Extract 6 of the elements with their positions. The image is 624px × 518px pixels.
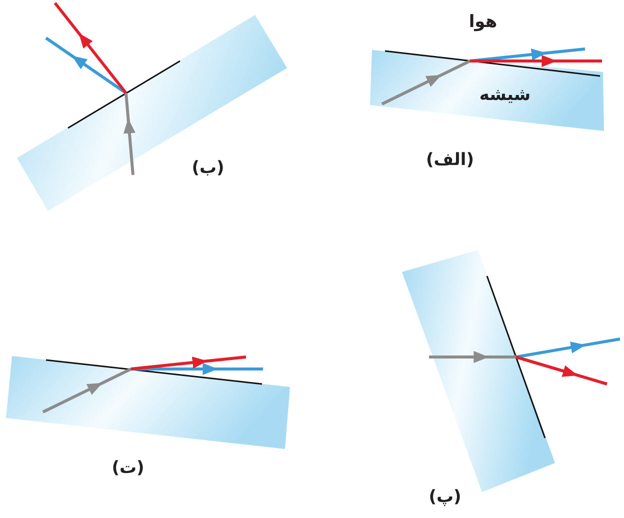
panel-label: (ت) [112, 458, 144, 478]
panel-label: (ب) [192, 158, 224, 178]
medium-label: شیشه [479, 85, 531, 105]
panel-label: (پ) [428, 487, 462, 507]
panel-label: (الف) [426, 150, 474, 170]
medium-label: هوا [468, 12, 498, 32]
